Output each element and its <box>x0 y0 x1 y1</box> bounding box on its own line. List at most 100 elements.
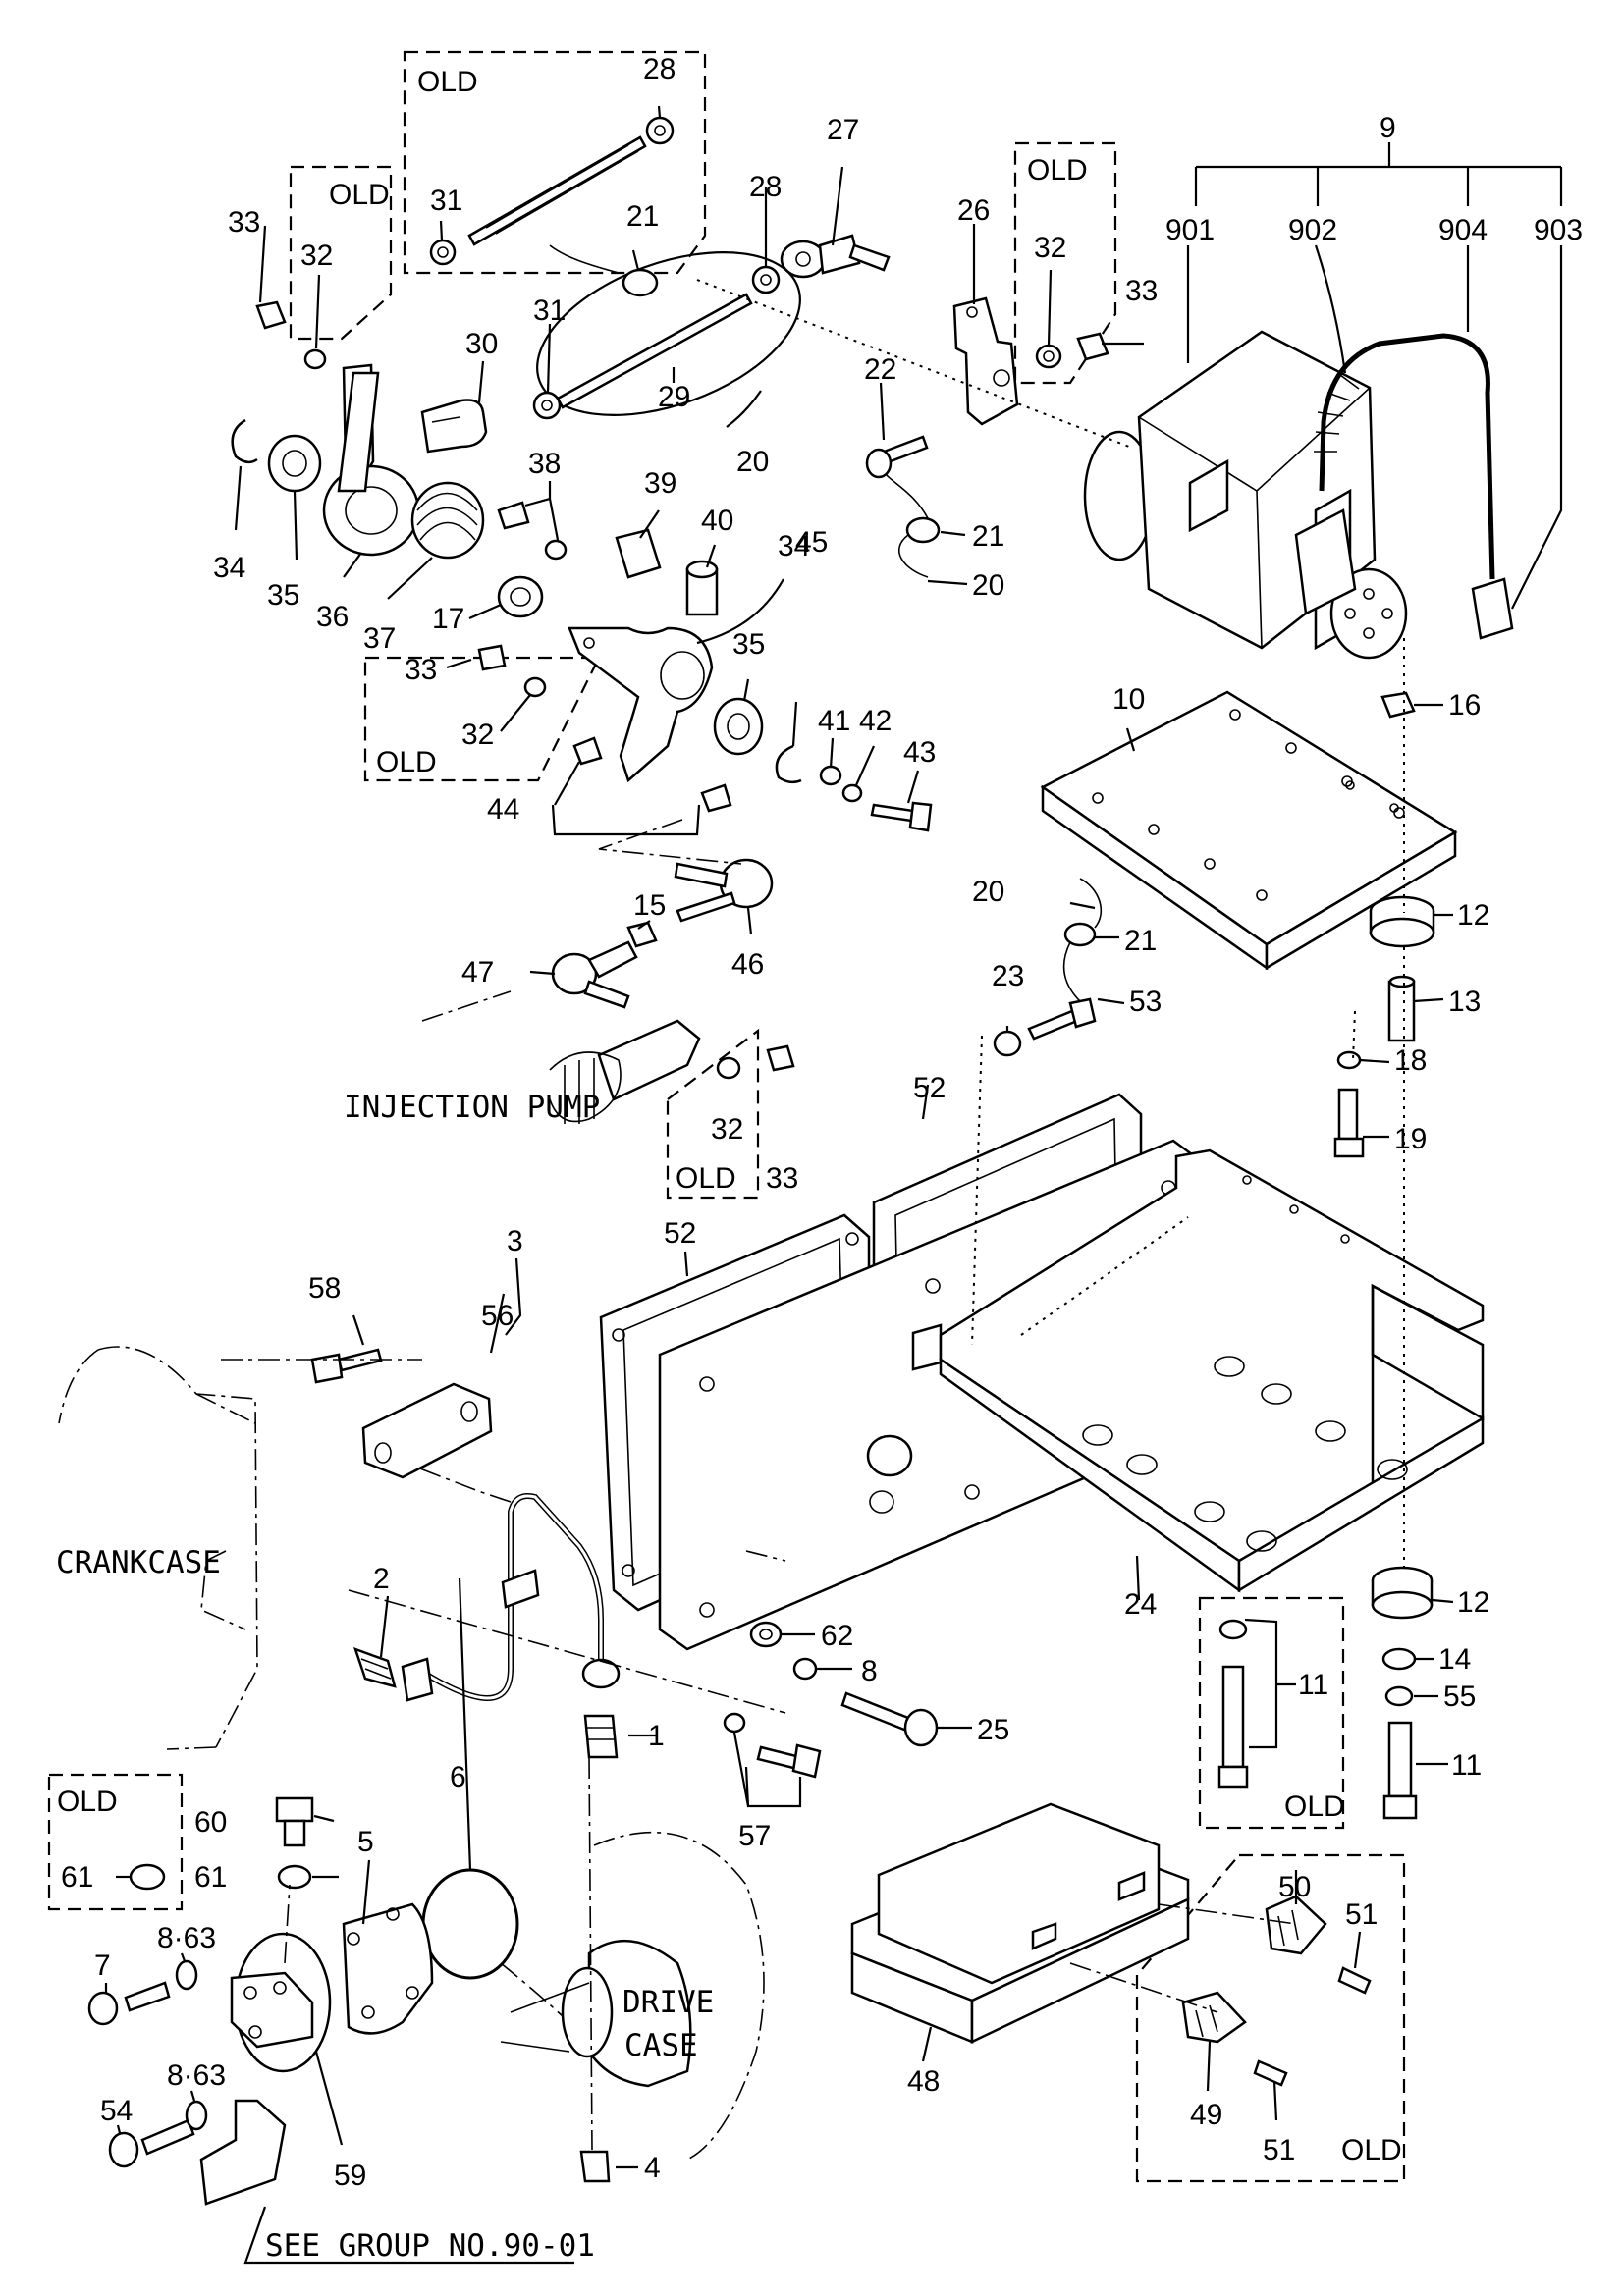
old-group-pump: OLD <box>666 1028 760 1200</box>
callout-4: 4 <box>644 2152 661 2184</box>
linkage-rod-old <box>429 116 675 266</box>
callout-35-left: 35 <box>267 579 299 612</box>
flange-5 <box>342 1902 434 2035</box>
bolt-58 <box>310 1348 383 1384</box>
nut-15 <box>626 921 658 948</box>
tray-24 <box>939 1148 1485 1593</box>
callout-903: 903 <box>1534 214 1583 246</box>
svg-text:OLD: OLD <box>417 66 478 98</box>
bolt-22 <box>865 435 929 479</box>
old-group-bolt: OLD <box>1198 1596 1345 1830</box>
callout-8: 8 <box>861 1655 878 1687</box>
callout-61-old: 61 <box>61 1861 93 1894</box>
callout-32-left: 32 <box>300 240 333 272</box>
ball-joint-47 <box>551 940 638 1009</box>
spring-37 <box>410 481 485 560</box>
callout-44: 44 <box>487 793 519 826</box>
callout-32-pump: 32 <box>711 1113 743 1146</box>
callout-27: 27 <box>827 114 859 146</box>
callout-34-right: 34 <box>778 530 810 562</box>
callout-16: 16 <box>1448 689 1481 721</box>
terminal-51-top <box>1337 1966 1372 1995</box>
callout-51-bottom: 51 <box>1263 2134 1295 2166</box>
callout-33-left: 33 <box>228 206 260 239</box>
pipe-3 <box>401 1493 621 1702</box>
callout-33-bracket: 33 <box>1125 275 1158 307</box>
retaining-ring-34-right <box>775 744 802 784</box>
callout-62: 62 <box>821 1620 853 1652</box>
callout-34-left: 34 <box>213 552 245 584</box>
callout-28-old: 28 <box>643 53 676 85</box>
mount-12-top <box>1369 895 1435 948</box>
callout-14: 14 <box>1438 1643 1471 1676</box>
bolt-7 <box>87 1981 171 2026</box>
callout-902: 902 <box>1288 214 1337 246</box>
callout-9: 9 <box>1380 112 1396 144</box>
washer-32-mid <box>523 676 547 698</box>
caption-drive-case-1: DRIVE <box>622 1985 714 2020</box>
callout-numbers: 1 2 3 4 5 6 7 8·63 8·63 8 9 10 11 11 11 … <box>61 53 1583 2192</box>
cable-904 <box>1314 333 1514 640</box>
callout-30: 30 <box>465 328 498 360</box>
callout-49: 49 <box>1190 2099 1222 2131</box>
callout-47: 47 <box>461 956 494 988</box>
lever-45 <box>568 626 714 783</box>
old-group-mid-left: OLD <box>363 656 601 782</box>
callout-11: 11 <box>1451 1749 1482 1782</box>
callout-904: 904 <box>1438 214 1488 246</box>
callout-55: 55 <box>1443 1681 1476 1713</box>
mount-12-bottom <box>1371 1566 1434 1620</box>
callout-901: 901 <box>1165 214 1215 246</box>
callout-26: 26 <box>957 194 990 227</box>
callout-40: 40 <box>701 505 733 537</box>
callout-45: 45 <box>795 526 828 559</box>
callout-25: 25 <box>977 1714 1009 1746</box>
fitting-1 <box>583 1714 619 1759</box>
callout-37: 37 <box>363 622 396 655</box>
plug-4 <box>579 2150 611 2183</box>
washers-41-42 <box>819 765 863 803</box>
old-group-left: OLD <box>289 165 393 341</box>
bolt-11-old <box>1217 1619 1249 1789</box>
callout-48: 48 <box>907 2065 940 2098</box>
bracket-26 <box>952 296 1019 426</box>
callout-11-old: 11 <box>1298 1669 1328 1701</box>
callout-22: 22 <box>864 353 896 386</box>
washer-18 <box>1336 1050 1362 1070</box>
callout-61: 61 <box>194 1861 227 1894</box>
callout-33-mid: 33 <box>405 654 437 686</box>
callout-21-linkage: 21 <box>626 200 659 233</box>
bolt-19 <box>1333 1088 1365 1158</box>
callout-18: 18 <box>1394 1044 1427 1077</box>
caption-see-group: SEE GROUP NO.90-01 <box>265 2228 595 2264</box>
callout-33-pump: 33 <box>766 1162 798 1195</box>
callout-53: 53 <box>1129 986 1162 1018</box>
callout-21-mid: 21 <box>972 520 1004 553</box>
callout-46: 46 <box>731 948 764 981</box>
linkage-assembly-20 <box>532 244 801 420</box>
callout-5: 5 <box>357 1826 374 1858</box>
callout-41: 41 <box>818 705 850 737</box>
callout-2: 2 <box>373 1563 390 1595</box>
callout-56: 56 <box>481 1300 514 1332</box>
crankcase <box>58 1346 258 1750</box>
svg-text:OLD: OLD <box>376 746 437 778</box>
callout-20-mid: 20 <box>972 569 1004 602</box>
washer-55 <box>1384 1685 1414 1707</box>
svg-text:OLD: OLD <box>57 1786 118 1818</box>
sleeve-13 <box>1387 975 1416 1042</box>
wire-21-cap <box>1062 878 1103 1002</box>
callout-32-mid: 32 <box>461 719 494 751</box>
actuator-9 <box>1083 330 1408 660</box>
callout-52-back: 52 <box>913 1072 946 1104</box>
injection-pump-lever <box>549 1019 701 1124</box>
pin-40 <box>685 560 719 616</box>
bolts-44 <box>572 736 732 813</box>
callout-13: 13 <box>1448 986 1481 1018</box>
old-group-crankcase: OLD <box>47 1773 184 1911</box>
callout-51-top: 51 <box>1345 1898 1378 1931</box>
washer-61-old <box>129 1863 166 1891</box>
callout-15: 15 <box>633 889 666 922</box>
callout-12-top: 12 <box>1457 899 1489 932</box>
